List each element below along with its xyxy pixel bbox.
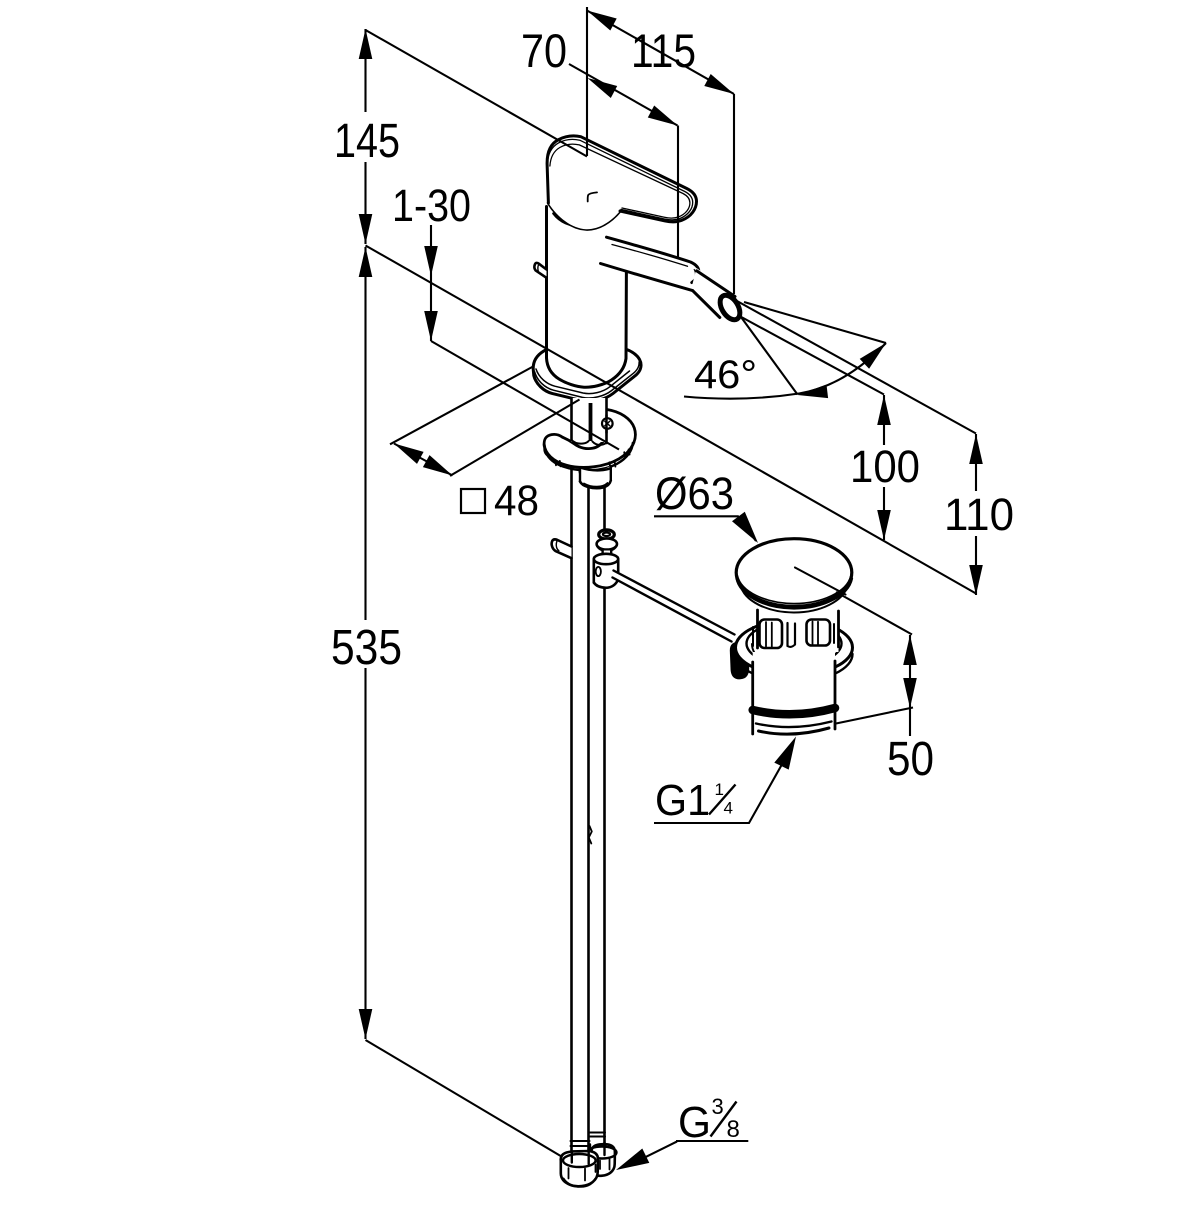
svg-text:48: 48	[494, 477, 539, 525]
svg-text:Ø63: Ø63	[655, 468, 734, 519]
svg-text:535: 535	[331, 621, 402, 675]
svg-text:50: 50	[887, 733, 934, 786]
svg-text:G1: G1	[655, 776, 710, 825]
svg-text:46°: 46°	[694, 353, 757, 397]
svg-text:145: 145	[334, 115, 400, 168]
svg-text:4: 4	[724, 799, 733, 818]
svg-text:70: 70	[521, 24, 567, 77]
svg-text:8: 8	[727, 1116, 740, 1143]
svg-text:110: 110	[944, 489, 1014, 540]
svg-text:1: 1	[715, 780, 724, 799]
svg-text:3: 3	[712, 1094, 724, 1119]
svg-text:1-30: 1-30	[392, 180, 471, 231]
svg-text:100: 100	[850, 441, 920, 492]
svg-text:115: 115	[631, 24, 696, 77]
svg-text:G: G	[678, 1098, 711, 1147]
